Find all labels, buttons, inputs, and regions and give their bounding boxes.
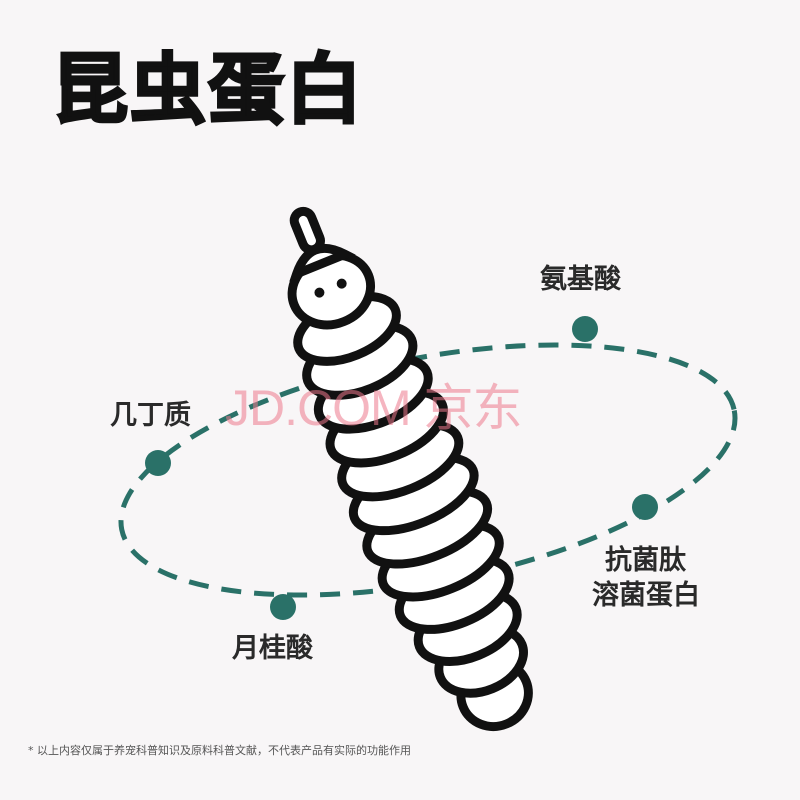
- label-lauric-acid: 月桂酸: [232, 633, 313, 664]
- eye: [314, 287, 325, 298]
- label-amino-acid: 氨基酸: [540, 264, 621, 295]
- label-antimicrobial-peptide: 抗菌肽: [605, 545, 686, 576]
- orbit-ellipse: [118, 342, 738, 598]
- watermark: JD.COM 京东: [225, 380, 523, 436]
- antenna: [289, 206, 325, 255]
- label-lysozyme: 溶菌蛋白: [592, 580, 700, 611]
- footnote: * 以上内容仅属于养宠科普知识及原料科普文献，不代表产品有实际的功能作用: [28, 744, 411, 757]
- dot-amino-acid: [572, 316, 598, 342]
- dot-lauric-acid: [270, 594, 296, 620]
- page-title: 昆虫蛋白: [51, 45, 364, 134]
- eye: [336, 278, 347, 289]
- label-chitin: 几丁质: [110, 400, 191, 431]
- dot-chitin: [145, 450, 171, 476]
- dot-antimicrobial: [632, 494, 658, 520]
- larva-illustration: [287, 206, 533, 732]
